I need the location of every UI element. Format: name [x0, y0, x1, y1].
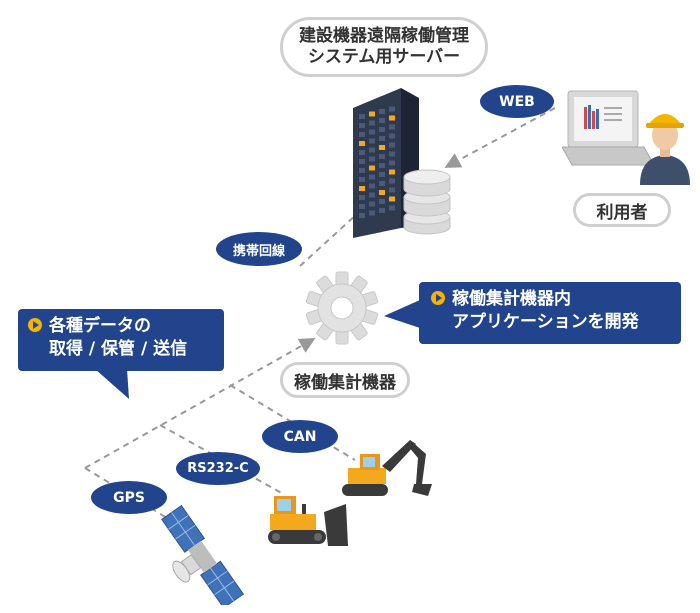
satellite-icon: [161, 505, 245, 605]
server-title-line-1: 建設機器遠隔稼働管理: [299, 25, 469, 46]
line-gear-to-server: [299, 201, 371, 267]
callout-data-handling-line-1: 各種データの: [28, 315, 214, 338]
callout-app-development-text-1: 稼働集計機器内: [452, 289, 571, 309]
pill-web: WEB: [480, 85, 554, 118]
callout-data-handling-text-1: 各種データの: [49, 316, 151, 336]
play-bullet-icon: [431, 291, 445, 305]
bulldozer-icon: [268, 496, 348, 546]
pill-can-label: CAN: [283, 428, 317, 445]
play-bullet-icon: [28, 318, 42, 332]
database-icon: [403, 169, 451, 235]
callout-app-development-line-2: アプリケーションを開発: [452, 311, 639, 332]
device-label: 稼働集計機器: [294, 372, 396, 393]
excavator-icon: [342, 440, 432, 496]
pill-mobile-network: 携帯回線: [216, 232, 302, 266]
gear-icon: [305, 271, 379, 345]
user-label-box: 利用者: [573, 193, 671, 227]
server-title-box: 建設機器遠隔稼働管理 システム用サーバー: [280, 17, 488, 77]
callout-app-development-tail: [384, 300, 420, 328]
pill-rs232c-label: RS232-C: [187, 461, 249, 476]
pill-gps-label: GPS: [113, 489, 145, 506]
device-label-box: 稼働集計機器: [280, 362, 410, 398]
callout-data-handling: 各種データの 取得 / 保管 / 送信: [18, 309, 224, 371]
pill-rs232c: RS232-C: [176, 452, 260, 485]
pill-gps: GPS: [91, 481, 167, 514]
callout-app-development-line-1: 稼働集計機器内: [431, 288, 669, 311]
callout-data-handling-tail: [95, 369, 129, 399]
callout-app-development: 稼働集計機器内 アプリケーションを開発: [419, 282, 681, 344]
pill-can: CAN: [262, 420, 338, 453]
pill-mobile-network-label: 携帯回線: [232, 243, 285, 259]
pill-web-label: WEB: [499, 93, 535, 110]
callout-data-handling-line-2: 取得 / 保管 / 送信: [49, 338, 188, 359]
line-user-to-server: [444, 107, 556, 168]
user-label: 利用者: [596, 202, 648, 223]
server-title-line-2: システム用サーバー: [307, 47, 461, 67]
line-can-to-excavator: [229, 384, 356, 461]
worker-laptop-icon: [562, 90, 690, 185]
